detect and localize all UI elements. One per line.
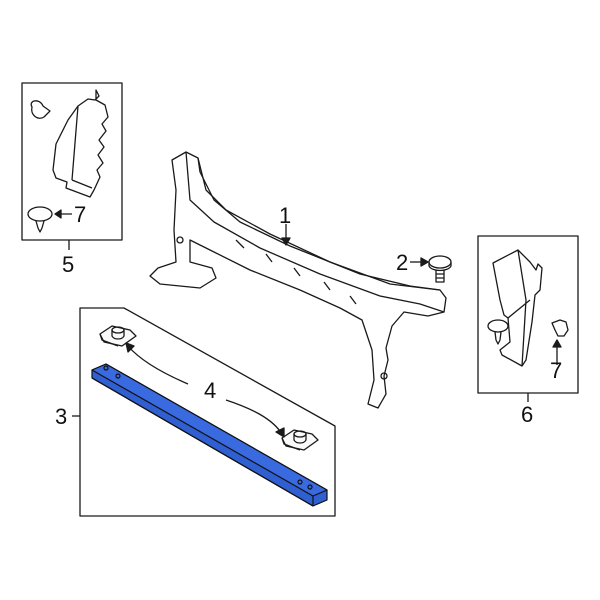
arrow-head-icon — [420, 257, 429, 267]
arrow-head-icon — [125, 342, 135, 353]
part-5-box — [21, 82, 123, 241]
push-retainer-icon — [27, 100, 53, 233]
left-deflector-icon — [52, 89, 109, 198]
arrow-4b — [225, 399, 283, 435]
mount-bracket-icon — [281, 429, 319, 451]
upper-tie-bar-icon — [149, 151, 447, 409]
callout-1: 1 — [279, 203, 292, 228]
arrow-4a — [127, 345, 189, 385]
right-deflector-icon — [492, 249, 543, 367]
callout-4: 4 — [204, 378, 217, 403]
callout-6: 6 — [521, 402, 534, 427]
arrow-head-icon — [275, 427, 285, 438]
callout-3: 3 — [55, 404, 68, 429]
lower-tie-bar-highlight — [91, 363, 328, 507]
callout-7-left: 7 — [74, 202, 87, 227]
arrow-head-icon — [552, 339, 562, 348]
mount-bracket-icon — [99, 325, 137, 347]
callout-2: 2 — [396, 250, 409, 275]
callout-5: 5 — [62, 252, 75, 277]
push-retainer-icon — [487, 319, 569, 345]
bolt-icon — [428, 255, 452, 283]
callout-7-right: 7 — [550, 358, 563, 383]
arrow-head-icon — [281, 237, 291, 246]
arrow-head-icon — [54, 209, 62, 219]
part-3-box — [79, 307, 336, 517]
